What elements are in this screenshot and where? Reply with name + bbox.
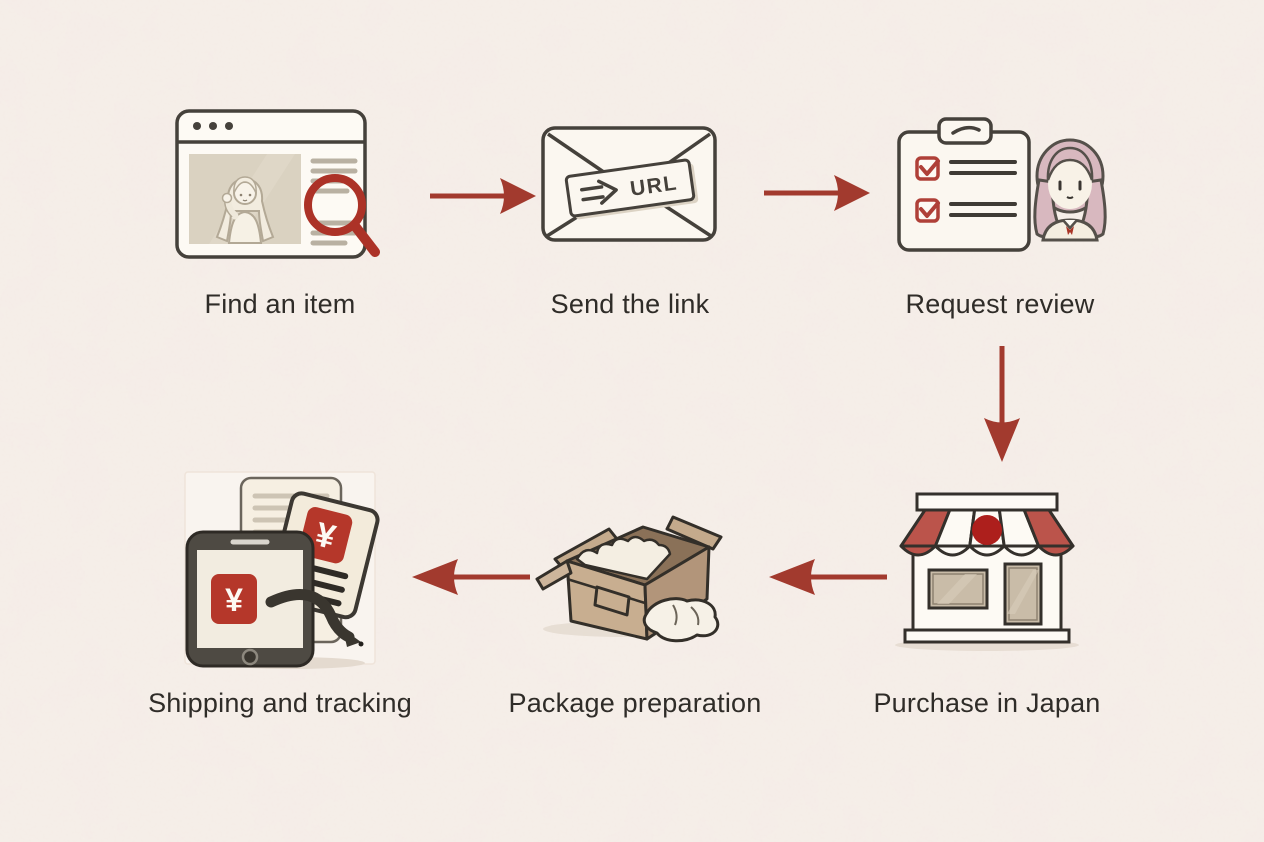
envelope-url-icon: URL bbox=[541, 126, 717, 242]
magnifier-icon bbox=[304, 174, 380, 257]
flow-arrow-left-5 bbox=[412, 559, 530, 595]
phone-invoice-icon: ¥ ¥ bbox=[183, 471, 380, 669]
japan-flag-circle bbox=[972, 514, 1002, 545]
phone-yen-symbol: ¥ bbox=[225, 582, 243, 618]
flow-arrow-left-4 bbox=[769, 559, 887, 595]
japan-storefront-icon bbox=[895, 492, 1079, 651]
step-label-send-the-link: Send the link bbox=[550, 289, 710, 319]
step-package-preparation: Package preparation bbox=[495, 470, 775, 718]
step-purchase-in-japan: Purchase in Japan bbox=[862, 470, 1112, 718]
assistant-girl bbox=[1032, 138, 1107, 242]
step-find-an-item: Find an item bbox=[160, 106, 400, 319]
step-label-package-preparation: Package preparation bbox=[508, 688, 762, 718]
flow-arrow-right-1 bbox=[430, 178, 536, 214]
checklist-row-2 bbox=[914, 198, 1017, 223]
flow-arrow-down-3 bbox=[984, 346, 1020, 462]
shop-door bbox=[1003, 562, 1043, 625]
step-shipping-and-tracking: ¥ ¥ bbox=[148, 470, 412, 718]
flow-arrow-right-2 bbox=[764, 175, 870, 211]
bubble-wrap-pouch bbox=[642, 597, 720, 643]
checklist-row-1 bbox=[914, 156, 1017, 181]
clipboard-checklist-icon bbox=[896, 117, 1107, 252]
step-label-purchase-in-japan: Purchase in Japan bbox=[873, 688, 1101, 718]
step-label-find-an-item: Find an item bbox=[204, 289, 356, 319]
step-request-review: Request review bbox=[880, 106, 1120, 319]
arrow-glyph bbox=[580, 179, 618, 205]
url-tag: URL bbox=[564, 158, 699, 220]
open-box-icon bbox=[535, 515, 723, 643]
packing-peanuts bbox=[575, 535, 672, 581]
browser-search-icon bbox=[175, 109, 380, 259]
step-label-shipping-and-tracking: Shipping and tracking bbox=[148, 688, 412, 718]
pen bbox=[265, 589, 363, 647]
step-send-the-link: URL Send the link bbox=[510, 106, 750, 319]
step-label-request-review: Request review bbox=[905, 289, 1095, 319]
shop-window bbox=[927, 568, 989, 609]
